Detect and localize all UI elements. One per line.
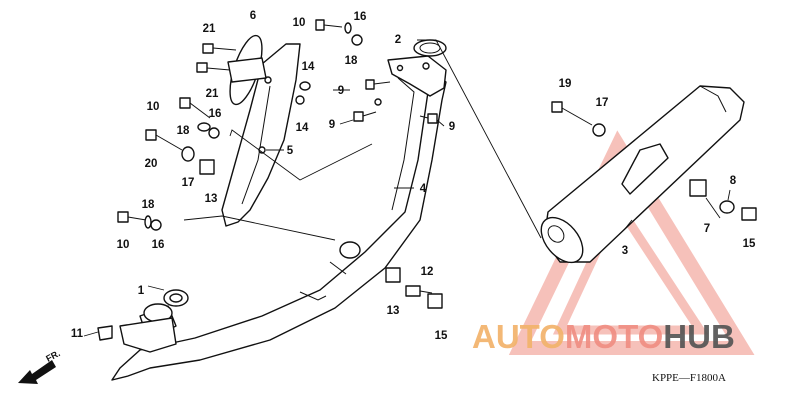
callout-18-bottom: 18: [142, 199, 155, 211]
leader-lines: [83, 39, 731, 337]
callout-3: 3: [622, 245, 628, 257]
callout-17-left: 17: [182, 177, 195, 189]
callout-18-middle: 18: [177, 125, 190, 137]
callout-14-bottom: 14: [296, 122, 309, 134]
callout-numbers: 6 21 21 10 16 18 2 14 14 9 9 9 10 16 18 …: [71, 10, 756, 342]
callout-16-bottom: 16: [152, 239, 165, 251]
callout-2: 2: [395, 34, 401, 46]
callout-9-top: 9: [338, 85, 344, 97]
callout-1: 1: [138, 285, 145, 297]
joint-collar: [97, 289, 189, 353]
callout-19: 19: [559, 78, 572, 90]
hardware: [117, 19, 757, 309]
callout-13-bottom: 13: [387, 305, 400, 317]
front-direction-arrow: FR.: [18, 348, 62, 384]
callout-21-bottom: 21: [206, 88, 219, 100]
watermark-moto: MOTO: [565, 318, 663, 355]
exhaust-pipe: [111, 55, 447, 381]
callout-17-right: 17: [596, 97, 609, 109]
muffler: [540, 85, 745, 264]
callout-21-top: 21: [203, 23, 216, 35]
callout-15-bottom: 15: [435, 330, 448, 342]
watermark-hub: HUB: [663, 318, 735, 355]
gasket-6: [227, 34, 267, 106]
callout-18-top: 18: [345, 55, 358, 67]
callout-9-right: 9: [449, 121, 455, 133]
callout-14-top: 14: [302, 61, 315, 73]
svg-text:AUTOMOTOHUB: AUTOMOTOHUB: [472, 318, 735, 355]
callout-11: 11: [71, 328, 84, 340]
watermark-auto: AUTO: [472, 318, 565, 355]
front-label: FR.: [44, 348, 61, 364]
callout-5: 5: [287, 145, 294, 157]
callout-15-right: 15: [743, 238, 756, 250]
callout-12: 12: [421, 266, 434, 278]
diagram-code: KPPE—F1800A: [652, 372, 726, 384]
callout-10-bottom: 10: [117, 239, 130, 251]
callout-13-left: 13: [205, 193, 218, 205]
callout-4: 4: [420, 183, 427, 195]
callout-20: 20: [145, 158, 158, 170]
callout-16-middle: 16: [209, 108, 222, 120]
callout-7: 7: [704, 223, 710, 235]
callout-6: 6: [250, 10, 256, 22]
callout-10-middle: 10: [147, 101, 160, 113]
callout-8: 8: [730, 175, 737, 187]
callout-9-middle: 9: [329, 119, 335, 131]
watermark-logo: AUTOMOTOHUB: [472, 318, 735, 355]
callout-10-top: 10: [293, 17, 306, 29]
callout-16-top: 16: [354, 11, 367, 23]
